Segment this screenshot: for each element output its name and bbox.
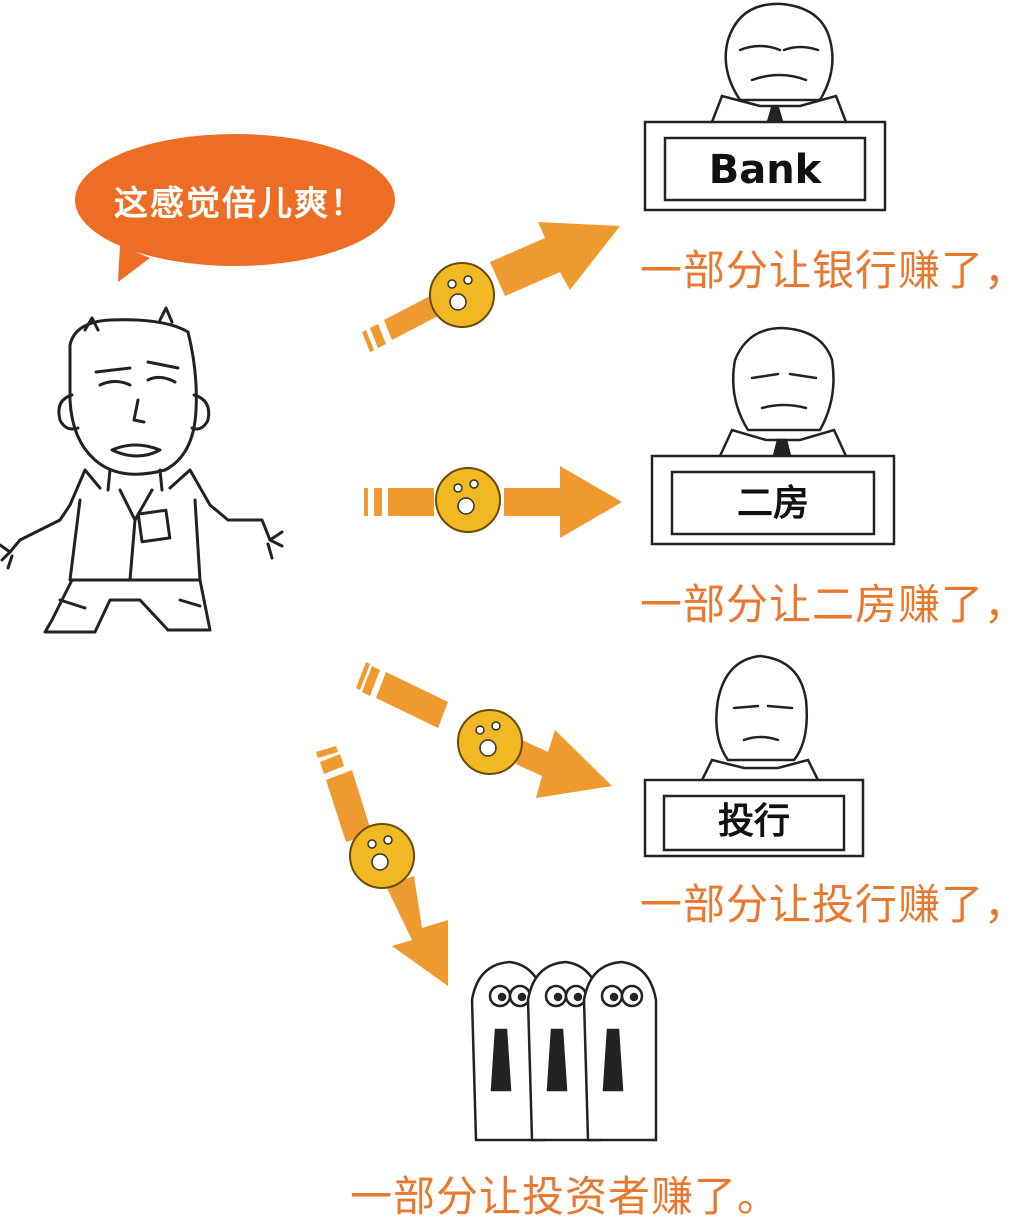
arrow-to-second-house (364, 466, 622, 538)
desk (643, 120, 887, 212)
caption-bank: 一部分让银行赚了， (640, 246, 1021, 295)
investors-group (470, 960, 658, 1142)
coin-icon (349, 823, 415, 889)
caption-second-house: 一部分让二房赚了， (640, 580, 1021, 629)
banker-figure (710, 2, 848, 124)
arrow-to-bank (362, 222, 620, 352)
banker-figure (718, 326, 848, 458)
caption-investment-bank: 一部分让投行赚了， (640, 880, 1021, 929)
desk (643, 778, 865, 858)
arrow-to-investment-bank (356, 662, 612, 798)
main-character (0, 306, 284, 634)
caption-investors: 一部分让投资者赚了。 (350, 1172, 781, 1219)
desk (650, 454, 896, 546)
coin-icon (429, 262, 495, 328)
speech-bubble (75, 134, 395, 282)
coin-icon (435, 467, 501, 533)
desk-label-bank: Bank (708, 147, 822, 193)
desk-label-second-house: 二房 (736, 483, 809, 524)
banker-figure (700, 654, 820, 782)
coin-icon (457, 709, 523, 775)
arrow-to-investors (316, 746, 448, 986)
desk-label-investment-bank: 投行 (717, 801, 790, 842)
speech-bubble-text: 这感觉倍儿爽！ (114, 183, 366, 224)
